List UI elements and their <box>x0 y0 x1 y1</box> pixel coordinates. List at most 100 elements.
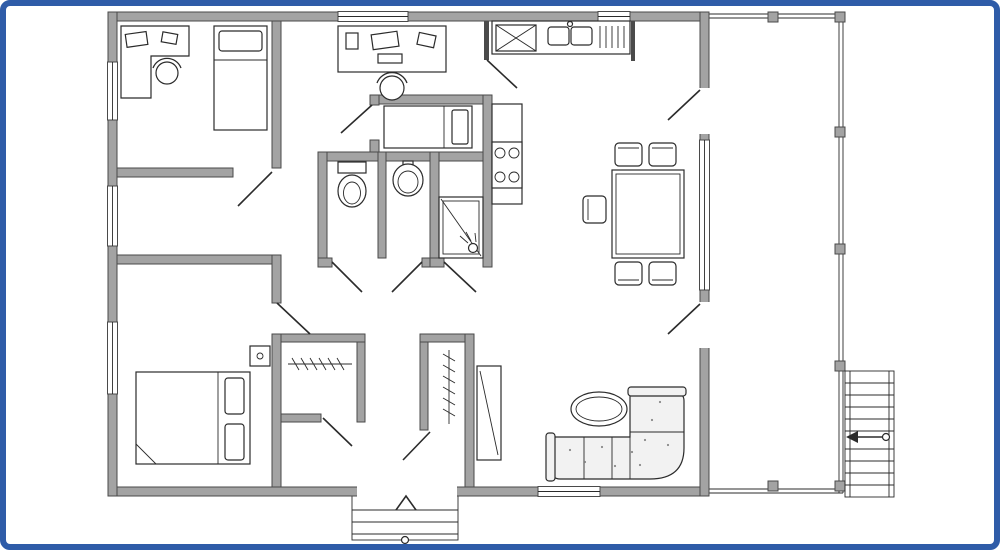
dining-chair <box>648 261 677 286</box>
dining-table-inner <box>615 173 681 255</box>
wall-closet2-left <box>419 341 429 431</box>
closets <box>288 350 456 424</box>
sofa-armrest <box>545 432 556 482</box>
terrace-post <box>834 243 846 255</box>
stove <box>491 141 523 189</box>
living-room <box>476 365 687 482</box>
door-swing-shower-room <box>443 261 477 293</box>
opening-terrace-living <box>699 302 710 348</box>
windows <box>107 11 710 497</box>
wall-living-room-left <box>464 333 475 488</box>
wall-bathroom-top <box>317 151 484 162</box>
desk-keyboard <box>377 53 403 64</box>
stairs-arrow-origin <box>881 432 891 442</box>
dining-area <box>582 142 685 286</box>
office-chair <box>155 61 179 85</box>
entrance-direction-chevron <box>395 494 417 511</box>
stairs-arrow-head <box>846 431 858 443</box>
wall-wc-bottom <box>317 257 333 268</box>
wall-kitchen-left <box>482 94 493 268</box>
toilet-seat <box>343 181 361 205</box>
sink-basin <box>397 170 419 194</box>
stairs-outline <box>844 370 895 498</box>
wall-bathroom-divider <box>377 151 387 259</box>
wall-closet1-right <box>356 341 366 423</box>
door-swing-closet1 <box>322 417 353 447</box>
wall-kitchen-entry-stub <box>484 21 489 60</box>
shower-room <box>438 196 484 259</box>
wall-bathroom-left <box>317 151 328 268</box>
shower-head <box>467 242 479 254</box>
nightstand <box>249 345 271 367</box>
desk-monitor <box>370 30 400 51</box>
shower-tray-inner <box>442 200 480 255</box>
porch-steps <box>352 509 458 535</box>
wall-double-bedroom-right-upper <box>271 254 282 304</box>
office-chair-back <box>376 71 408 84</box>
kitchen-sink-left <box>547 26 570 46</box>
office-chair-back <box>152 57 182 69</box>
toilet-tank <box>337 161 367 174</box>
wall-double-bedroom-right-lower <box>271 333 282 488</box>
terrace-post <box>834 126 846 138</box>
terrace-post <box>767 480 779 492</box>
wall-closet1-bottom <box>280 413 322 423</box>
closet-hangers <box>291 357 345 371</box>
sofa-armrest <box>627 386 687 397</box>
door-swing-office-bedroom <box>237 171 273 207</box>
door-swing-sink-room <box>391 261 423 293</box>
single-bedroom <box>383 105 473 149</box>
wall-double-bedroom-top <box>116 254 282 265</box>
shower-spray <box>459 231 477 244</box>
bed-fold-line <box>135 443 157 465</box>
door-swing-terrace-living <box>667 303 701 335</box>
opening-entrance <box>357 486 457 497</box>
wall-single-bedroom-left-a <box>369 94 380 106</box>
dining-chair <box>648 142 677 167</box>
stairs-side-rails <box>849 371 890 497</box>
closet-hangers <box>442 353 456 417</box>
stove-burner <box>508 171 520 183</box>
terrace-post <box>767 11 779 23</box>
desk-phone <box>345 32 359 50</box>
stairs-steps <box>845 382 894 486</box>
terrace-post <box>834 360 846 372</box>
stove-burner <box>508 147 520 159</box>
coffee-table <box>570 391 628 427</box>
coffee-table-inner <box>575 396 623 422</box>
door-swing-kitchen <box>486 59 518 89</box>
double-bedroom <box>135 345 271 465</box>
tv-screen-line <box>479 370 499 456</box>
wall-left <box>107 11 118 497</box>
wall-shower-left <box>429 151 440 268</box>
wall-shower-bottom <box>429 257 445 268</box>
bed-pillow <box>218 30 263 52</box>
porch-marker <box>400 535 410 545</box>
study-nook <box>337 25 447 101</box>
interior-walls <box>116 20 635 488</box>
sofa-texture-dots <box>568 400 670 468</box>
sofa-cushion-seams <box>583 431 684 479</box>
wall-kitchen-right-stub <box>631 21 635 61</box>
toilet-bowl <box>337 174 367 208</box>
stove-burner <box>494 147 506 159</box>
bed-pillow <box>451 109 469 145</box>
stove-burner <box>494 171 506 183</box>
office-chair <box>379 75 405 101</box>
door-openings <box>357 88 710 497</box>
terrace-post <box>834 11 846 23</box>
kitchen <box>491 20 631 205</box>
exterior-stairs <box>844 370 895 498</box>
opening-terrace-dining <box>699 88 710 134</box>
bed-pillow <box>224 423 245 461</box>
door-swing-closet2 <box>402 431 431 461</box>
door-swings <box>237 59 701 511</box>
terrace-post <box>834 480 846 492</box>
bathroom-sink <box>392 163 424 197</box>
dishwasher-cross <box>495 24 537 52</box>
door-swing-single-bedroom <box>340 104 373 134</box>
drying-rack <box>599 26 625 48</box>
dining-chair <box>614 142 643 167</box>
